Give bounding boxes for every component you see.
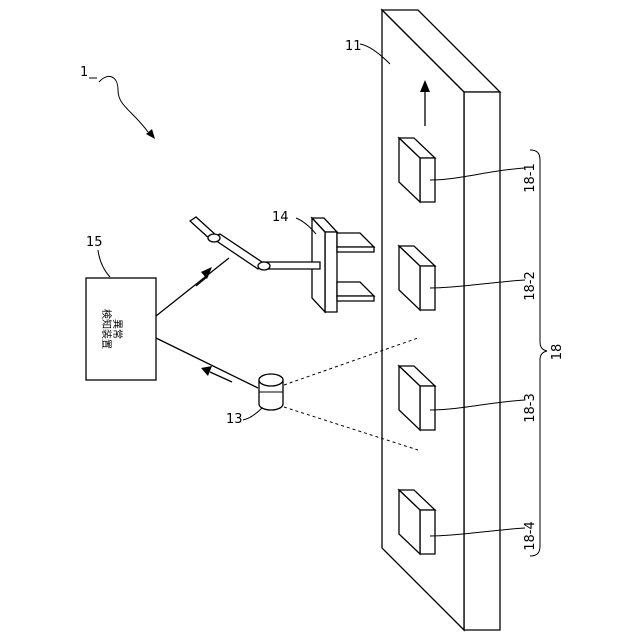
detector-label: 15 [86, 235, 103, 250]
object-4-label: 18-4 [523, 521, 538, 551]
detector: 異常 検知装置 15 [86, 235, 156, 380]
camera-leader [243, 408, 262, 420]
robot: 14 [190, 210, 374, 312]
image-arrowhead [201, 366, 212, 376]
conveyor-label: 11 [345, 39, 362, 54]
object-group-bracket [530, 150, 547, 556]
detector-text-line1: 異常 [111, 319, 124, 339]
object-2-label: 18-2 [523, 271, 538, 301]
detector-leader [98, 250, 110, 277]
object-3-label: 18-3 [523, 393, 538, 423]
camera-label: 13 [226, 412, 243, 427]
system-label: 1 [80, 65, 88, 80]
object-group-label: 18 [550, 344, 565, 361]
object-1-label: 18-1 [523, 163, 538, 193]
system-leader [99, 76, 148, 132]
detector-to-robot-line [156, 258, 229, 316]
conveyor-side-face [464, 92, 500, 630]
detector-text-line2: 検知装置 [100, 309, 113, 349]
camera-to-detector-line [156, 338, 258, 388]
system-label-group: 1 [80, 65, 155, 139]
robot-label: 14 [272, 210, 289, 225]
